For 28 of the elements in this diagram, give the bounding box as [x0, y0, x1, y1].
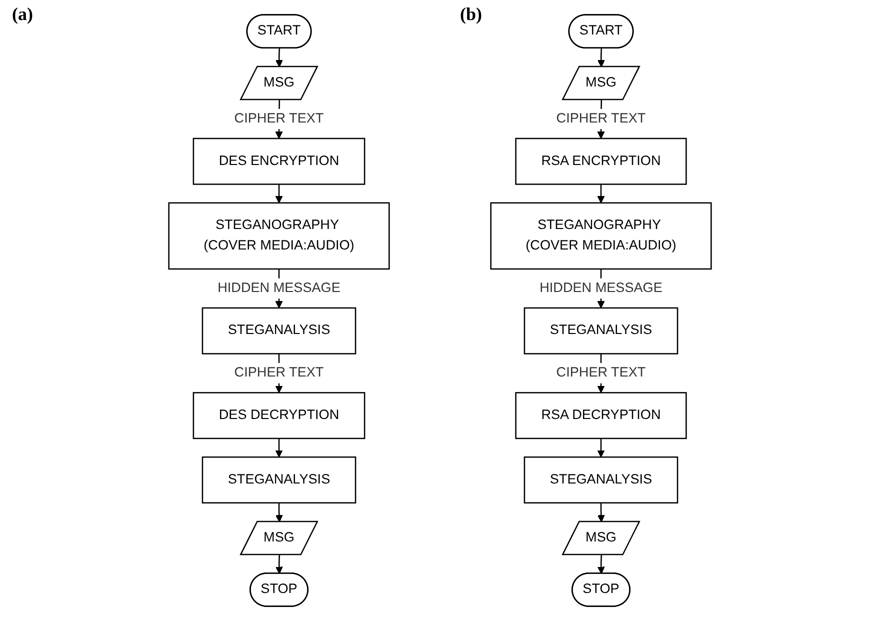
node-box: STEGANOGRAPHY (COVER MEDIA:AUDIO)	[168, 202, 390, 270]
arrow	[275, 554, 283, 574]
panel-label: (b)	[460, 4, 482, 25]
node-box: STEGANALYSIS	[524, 456, 678, 504]
edge-label: HIDDEN MESSAGE	[540, 280, 662, 296]
arrow	[597, 48, 605, 68]
arrow	[275, 438, 283, 458]
node-box: STEGANALYSIS	[524, 307, 678, 354]
arrow	[597, 438, 605, 458]
arrow	[597, 554, 605, 574]
edge-label: CIPHER TEXT	[556, 111, 646, 126]
edge-label: HIDDEN MESSAGE	[218, 280, 340, 296]
node-box: STEGANOGRAPHY (COVER MEDIA:AUDIO)	[490, 202, 712, 270]
node-box: DES ENCRYPTION	[192, 138, 366, 185]
node-box: RSA ENCRYPTION	[515, 138, 687, 185]
arrow	[275, 184, 283, 204]
panel-label: (a)	[12, 4, 33, 25]
arrow	[597, 184, 605, 204]
edge-label: CIPHER TEXT	[556, 366, 646, 380]
arrow	[275, 502, 283, 522]
arrow	[275, 48, 283, 68]
node-box: RSA DECRYPTION	[515, 392, 687, 440]
arrow	[597, 502, 605, 522]
edge-label: CIPHER TEXT	[234, 366, 324, 380]
node-box: STEGANALYSIS	[202, 307, 356, 354]
edge-label: CIPHER TEXT	[234, 111, 324, 126]
node-box: DES DECRYPTION	[192, 392, 366, 440]
node-box: STEGANALYSIS	[202, 456, 356, 504]
